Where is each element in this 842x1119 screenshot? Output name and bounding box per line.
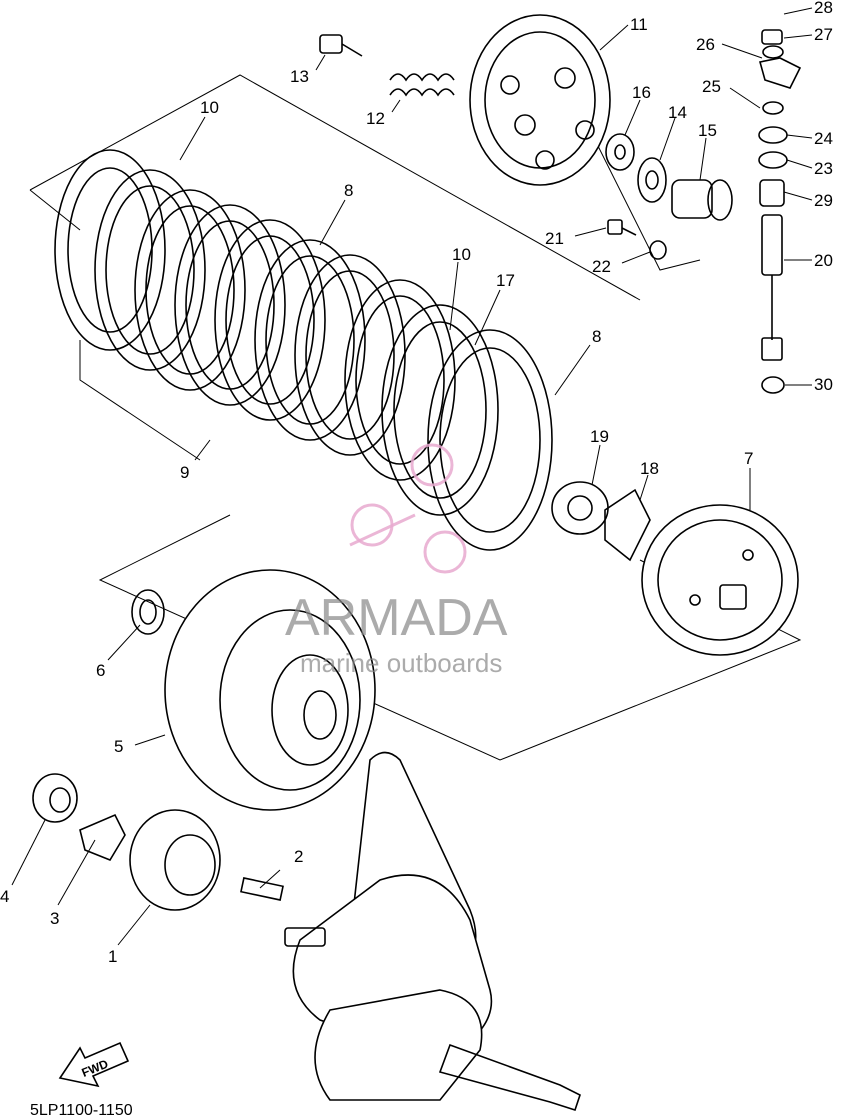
- callout-16: 16: [632, 83, 651, 102]
- callout-24: 24: [814, 129, 833, 148]
- callout-10-top: 10: [200, 98, 219, 117]
- bolt-and-spring: [319, 34, 455, 97]
- screw-and-washer: [607, 219, 667, 260]
- callout-27: 27: [814, 25, 833, 44]
- callouts: 1 2 3 4 5 6 7 8 8 9 10 10 11 12 13 14 15…: [0, 0, 833, 966]
- callout-25: 25: [702, 77, 721, 96]
- callout-21: 21: [545, 229, 564, 248]
- callout-23: 23: [814, 159, 833, 178]
- watermark-tagline: marine outboards: [300, 648, 502, 678]
- crankshaft: [284, 751, 581, 1112]
- callout-7: 7: [744, 449, 753, 468]
- callout-18: 18: [640, 459, 659, 478]
- callout-8-top: 8: [344, 181, 353, 200]
- push-rod-assembly: [758, 29, 802, 394]
- callout-5: 5: [114, 737, 123, 756]
- callout-9: 9: [180, 463, 189, 482]
- callout-26: 26: [696, 35, 715, 54]
- callout-20: 20: [814, 251, 833, 270]
- callout-1: 1: [108, 947, 117, 966]
- crank-small-parts: [32, 773, 284, 911]
- callout-17: 17: [496, 271, 515, 290]
- callout-29: 29: [814, 191, 833, 210]
- callout-8-right: 8: [592, 327, 601, 346]
- pressure-plate: [469, 14, 611, 186]
- push-parts: [605, 133, 733, 221]
- clutch-plate-stack: [54, 149, 553, 551]
- watermark: ARMADA marine outboards: [285, 443, 508, 678]
- leader-lines: [11, 7, 813, 946]
- callout-28: 28: [814, 0, 833, 17]
- callout-22: 22: [592, 257, 611, 276]
- callout-11: 11: [630, 15, 648, 34]
- callout-3: 3: [50, 909, 59, 928]
- primary-driven-gear: [641, 504, 799, 656]
- clutch-housing: [164, 569, 376, 811]
- callout-6: 6: [96, 661, 105, 680]
- callout-10-mid: 10: [452, 245, 471, 264]
- callout-12: 12: [366, 109, 385, 128]
- watermark-brand: ARMADA: [285, 589, 508, 647]
- callout-19: 19: [590, 427, 609, 446]
- watermark-logo: [349, 443, 467, 574]
- fwd-arrow: FWD: [58, 1041, 130, 1088]
- diagram-code: 5LP1100-1150: [30, 1102, 133, 1119]
- callout-15: 15: [698, 121, 717, 140]
- washer-6: [131, 589, 165, 635]
- callout-30: 30: [814, 375, 833, 394]
- nut-and-lockwasher: [551, 481, 651, 562]
- callout-13: 13: [290, 67, 309, 86]
- callout-2: 2: [294, 847, 303, 866]
- callout-14: 14: [668, 103, 687, 122]
- callout-4: 4: [0, 887, 9, 906]
